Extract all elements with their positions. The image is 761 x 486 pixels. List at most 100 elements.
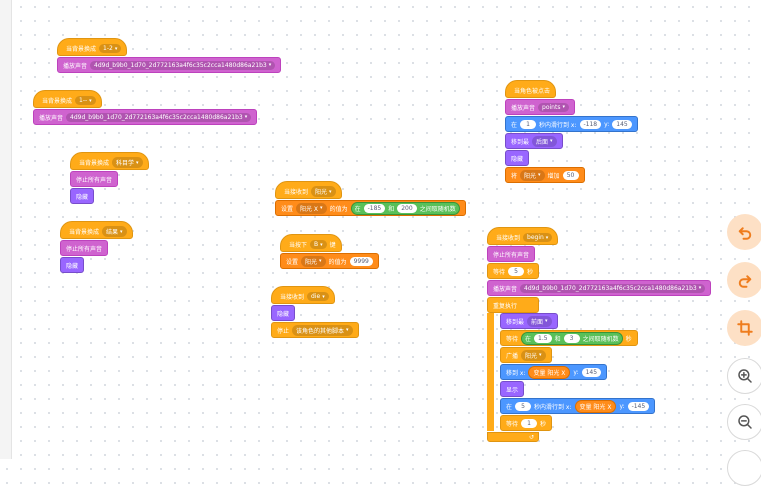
- script-stack[interactable]: 当角色被点击 播放声音 points 在 1 秒内滑行到 x: -118 y: …: [505, 80, 638, 184]
- number-input[interactable]: 3: [563, 333, 580, 343]
- when-backdrop-switches-block[interactable]: 当背景换成 1--: [33, 90, 102, 108]
- crop-button[interactable]: [727, 310, 761, 346]
- script-stack[interactable]: 当背景换成 科目学 停止所有声音 隐藏: [70, 152, 149, 205]
- number-input[interactable]: 145: [581, 367, 602, 377]
- block-text: 停止: [277, 327, 290, 335]
- undo-button[interactable]: [727, 214, 761, 250]
- variable-reporter[interactable]: 变量 阳光 X: [528, 365, 571, 379]
- number-input[interactable]: 200: [397, 203, 417, 213]
- when-backdrop-switches-block[interactable]: 当背景换成 1-2: [57, 38, 128, 56]
- number-input[interactable]: 5: [515, 401, 532, 411]
- backdrop-dropdown[interactable]: 科目学: [112, 157, 143, 168]
- script-stack[interactable]: 当接收到 die 隐藏 停止 该角色的其他脚本: [271, 286, 359, 339]
- go-to-layer-block[interactable]: 移到最 前面: [500, 313, 558, 329]
- sound-dropdown[interactable]: points: [538, 102, 569, 112]
- play-sound-block[interactable]: 播放声音 4d9d_b9b0_1d70_2d772163a4f6c35c2cca…: [487, 280, 712, 296]
- forever-footer[interactable]: ↺: [487, 432, 539, 442]
- variable-dropdown[interactable]: 阳光: [301, 255, 326, 267]
- script-stack[interactable]: 当接收到 阳光 设置 阳光 X 的值为 在 -185 和 200 之间取随机数: [275, 181, 466, 217]
- block-text: 等待: [506, 420, 519, 428]
- block-text: 在: [354, 205, 361, 213]
- when-backdrop-switches-block[interactable]: 当背景换成 科目学: [70, 152, 149, 170]
- stop-all-sounds-block[interactable]: 停止所有声音: [487, 246, 536, 262]
- hide-block[interactable]: 隐藏: [505, 150, 530, 166]
- key-dropdown[interactable]: B: [310, 240, 327, 249]
- message-dropdown[interactable]: begin: [523, 233, 553, 242]
- show-block[interactable]: 显示: [500, 381, 525, 397]
- block-text: 秒内滑行到 x:: [539, 121, 577, 129]
- script-stack[interactable]: 当背景换成 1-- 播放声音 4d9d_b9b0_1d70_2d772163a4…: [33, 90, 258, 126]
- backdrop-dropdown[interactable]: 结果: [102, 226, 127, 237]
- block-text: 隐藏: [66, 262, 79, 270]
- wait-block[interactable]: 等待 在 1.5 和 3 之间取随机数 秒: [500, 330, 638, 346]
- layer-dropdown[interactable]: 前面: [527, 315, 552, 327]
- wait-block[interactable]: 等待 1 秒: [500, 415, 553, 431]
- play-sound-block[interactable]: 播放声音 4d9d_b9b0_1d70_2d772163a4f6c35c2cca…: [57, 57, 282, 73]
- forever-block[interactable]: 重复执行 移到最 前面 等待 在 1.5 和 3 之间取随机数 秒 广播 阳光: [487, 297, 711, 442]
- script-stack[interactable]: 当背景换成 结果 停止所有声音 隐藏: [60, 221, 133, 274]
- when-i-receive-block[interactable]: 当接收到 begin: [487, 227, 559, 245]
- block-text: 在: [506, 403, 513, 411]
- set-variable-block[interactable]: 设置 阳光 X 的值为 在 -185 和 200 之间取随机数: [275, 200, 466, 216]
- number-input[interactable]: 50: [562, 170, 579, 180]
- number-input[interactable]: 145: [612, 119, 632, 129]
- when-backdrop-switches-block[interactable]: 当背景换成 结果: [60, 221, 133, 239]
- go-to-xy-block[interactable]: 移到 x: 变量 阳光 X y: 145: [500, 364, 608, 380]
- block-text: y:: [573, 368, 579, 376]
- number-input[interactable]: 5: [508, 266, 525, 276]
- sound-dropdown[interactable]: 4d9d_b9b0_1d70_2d772163a4f6c35c2cca1480d…: [520, 283, 706, 293]
- number-input[interactable]: -118: [579, 119, 602, 129]
- reset-zoom-button[interactable]: [727, 450, 761, 486]
- block-text: 当接收到: [284, 189, 309, 196]
- random-reporter[interactable]: 在 1.5 和 3 之间取随机数: [521, 331, 623, 345]
- random-reporter[interactable]: 在 -185 和 200 之间取随机数: [350, 201, 460, 215]
- when-i-receive-block[interactable]: 当接收到 阳光: [275, 181, 342, 199]
- block-text: 将: [511, 172, 518, 180]
- variable-dropdown[interactable]: 阳光: [520, 169, 545, 181]
- wait-block[interactable]: 等待 5 秒: [487, 263, 540, 279]
- number-input[interactable]: 1: [520, 119, 537, 129]
- play-sound-block[interactable]: 播放声音 points: [505, 99, 575, 115]
- message-dropdown[interactable]: 阳光: [311, 186, 336, 197]
- block-text: 播放声音: [511, 104, 536, 112]
- hide-block[interactable]: 隐藏: [70, 188, 95, 204]
- set-variable-block[interactable]: 设置 阳光 的值为 9999: [280, 253, 379, 269]
- glide-block[interactable]: 在 1 秒内滑行到 x: -118 y: 145: [505, 116, 638, 132]
- when-sprite-clicked-block[interactable]: 当角色被点击: [505, 80, 557, 98]
- stop-dropdown[interactable]: 该角色的其他脚本: [292, 324, 353, 336]
- hide-block[interactable]: 隐藏: [271, 305, 296, 321]
- number-input[interactable]: 9999: [349, 256, 373, 266]
- stop-all-sounds-block[interactable]: 停止所有声音: [60, 240, 109, 256]
- zoom-in-button[interactable]: [727, 358, 761, 394]
- hide-block[interactable]: 隐藏: [60, 257, 85, 273]
- zoom-out-button[interactable]: [727, 404, 761, 440]
- number-input[interactable]: 1.5: [534, 333, 552, 343]
- sound-dropdown[interactable]: 4d9d_b9b0_1d70_2d772163a4f6c35c2cca1480d…: [90, 60, 276, 70]
- stop-block[interactable]: 停止 该角色的其他脚本: [271, 322, 359, 338]
- when-key-pressed-block[interactable]: 当按下 B 键: [280, 234, 342, 252]
- when-i-receive-block[interactable]: 当接收到 die: [271, 286, 335, 304]
- variable-reporter[interactable]: 变量 阳光 X: [574, 399, 617, 413]
- go-to-layer-block[interactable]: 移到最 后面: [505, 133, 563, 149]
- play-sound-block[interactable]: 播放声音 4d9d_b9b0_1d70_2d772163a4f6c35c2cca…: [33, 109, 258, 125]
- script-stack[interactable]: 当接收到 begin 停止所有声音 等待 5 秒 播放声音 4d9d_b9b0_…: [487, 227, 712, 442]
- message-dropdown[interactable]: 阳光: [521, 349, 546, 361]
- variable-dropdown[interactable]: 阳光 X: [296, 202, 327, 214]
- block-text: 当背景换成: [42, 98, 73, 105]
- script-stack[interactable]: 当按下 B 键 设置 阳光 的值为 9999: [280, 234, 379, 270]
- forever-header[interactable]: 重复执行: [487, 297, 539, 313]
- sound-dropdown[interactable]: 4d9d_b9b0_1d70_2d772163a4f6c35c2cca1480d…: [66, 112, 252, 122]
- layer-dropdown[interactable]: 后面: [532, 135, 557, 147]
- glide-block[interactable]: 在 5 秒内滑行到 x: 变量 阳光 X y: -145: [500, 398, 656, 414]
- backdrop-dropdown[interactable]: 1-2: [99, 44, 122, 53]
- stop-all-sounds-block[interactable]: 停止所有声音: [70, 171, 119, 187]
- number-input[interactable]: 1: [521, 418, 538, 428]
- number-input[interactable]: -185: [363, 203, 386, 213]
- change-variable-block[interactable]: 将 阳光 增加 50: [505, 167, 585, 183]
- number-input[interactable]: -145: [627, 401, 650, 411]
- redo-button[interactable]: [727, 262, 761, 298]
- message-dropdown[interactable]: die: [307, 292, 329, 301]
- script-stack[interactable]: 当背景换成 1-2 播放声音 4d9d_b9b0_1d70_2d772163a4…: [57, 38, 282, 74]
- backdrop-dropdown[interactable]: 1--: [75, 96, 96, 105]
- broadcast-block[interactable]: 广播 阳光: [500, 347, 552, 363]
